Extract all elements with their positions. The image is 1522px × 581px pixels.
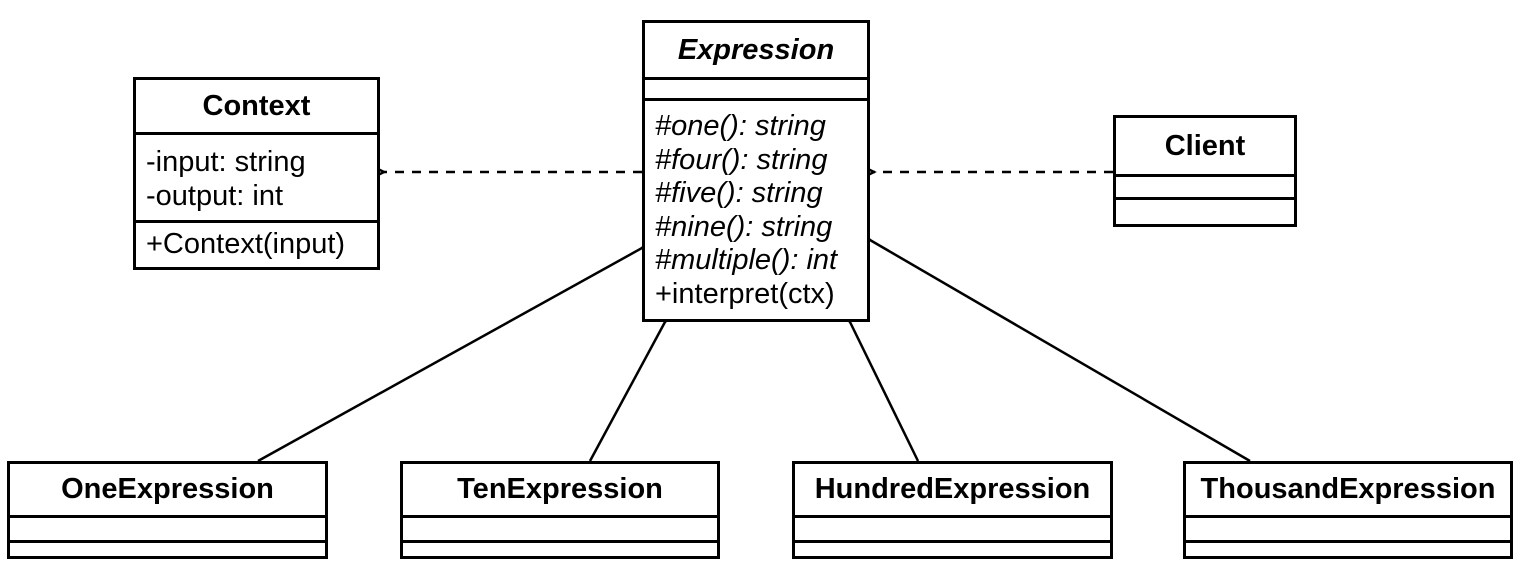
class-oneexpression-methods-empty — [10, 540, 325, 556]
class-tenexpression-methods-empty — [403, 540, 717, 556]
class-tenexpression-attributes-empty — [403, 515, 717, 540]
class-oneexpression-attributes-empty — [10, 515, 325, 540]
generalization-oneexpression-to-expression[interactable] — [257, 248, 642, 463]
generalization-thousandexpression-to-expression[interactable] — [870, 240, 1251, 463]
class-expression-title: Expression — [677, 33, 835, 66]
method: +Context(input) — [146, 228, 346, 261]
class-expression-attributes-empty — [645, 77, 867, 98]
class-thousandexpression-attributes-empty — [1186, 515, 1510, 540]
class-client-attributes-empty — [1116, 174, 1294, 197]
class-oneexpression-title: OneExpression — [61, 473, 274, 505]
class-context-attributes: -input: string -output: int — [136, 132, 377, 220]
class-context-title: Context — [202, 89, 311, 122]
class-client-title: Client — [1164, 129, 1246, 162]
class-thousandexpression-title: ThousandExpression — [1200, 473, 1496, 505]
class-oneexpression[interactable]: OneExpression — [7, 461, 328, 559]
method: #five(): string — [655, 177, 823, 209]
class-context-methods: +Context(input) — [136, 220, 377, 267]
class-expression[interactable]: Expression #one(): string #four(): strin… — [642, 20, 870, 322]
class-thousandexpression-methods-empty — [1186, 540, 1510, 556]
class-client[interactable]: Client — [1113, 115, 1297, 227]
class-hundredexpression-title: HundredExpression — [814, 473, 1091, 505]
attribute: -input: string — [146, 146, 306, 178]
class-hundredexpression-attributes-empty — [795, 515, 1110, 540]
generalization-hundredexpression-to-expression[interactable] — [850, 322, 920, 462]
class-hundredexpression-methods-empty — [795, 540, 1110, 556]
class-hundredexpression[interactable]: HundredExpression — [792, 461, 1113, 559]
class-client-methods-empty — [1116, 197, 1294, 224]
class-thousandexpression[interactable]: ThousandExpression — [1183, 461, 1513, 559]
method: #one(): string — [655, 110, 826, 142]
method: #four(): string — [655, 143, 828, 176]
class-tenexpression[interactable]: TenExpression — [400, 461, 720, 559]
method: #multiple(): int — [655, 244, 838, 276]
method: #nine(): string — [655, 210, 833, 243]
attribute: -output: int — [146, 179, 284, 212]
class-context[interactable]: Context -input: string -output: int +Con… — [133, 77, 380, 270]
class-expression-methods: #one(): string #four(): string #five(): … — [645, 98, 867, 319]
method: +interpret(ctx) — [655, 277, 835, 310]
generalization-tenexpression-to-expression[interactable] — [588, 322, 665, 462]
class-tenexpression-title: TenExpression — [457, 473, 663, 505]
